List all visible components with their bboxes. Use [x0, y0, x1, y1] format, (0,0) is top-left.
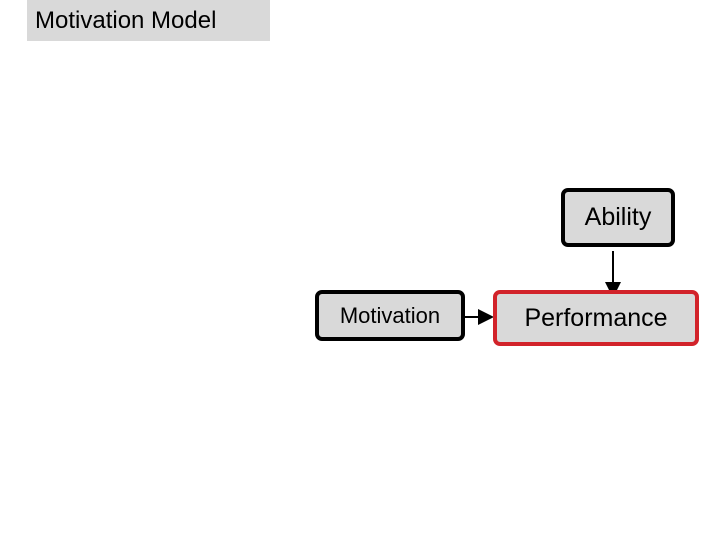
node-ability: Ability: [561, 188, 675, 247]
node-performance-label: Performance: [524, 303, 668, 332]
node-motivation-label: Motivation: [339, 302, 441, 328]
node-ability-label: Ability: [584, 203, 652, 231]
slide-title: Motivation Model: [27, 0, 270, 41]
node-motivation: Motivation: [315, 290, 465, 341]
node-performance: Performance: [493, 290, 699, 346]
